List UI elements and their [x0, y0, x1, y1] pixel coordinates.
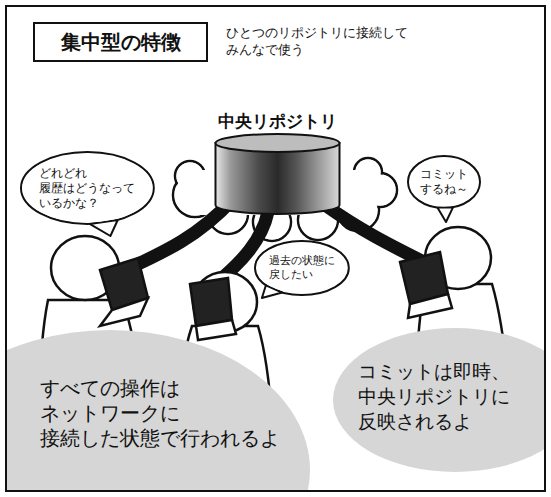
subtitle-note: ひとつのリポジトリに接続して みんなで使う	[226, 24, 408, 58]
bubble-edge	[408, 156, 480, 208]
speech-text: 過去の状態に 戻したい	[269, 254, 335, 282]
title-box: 集中型の特徴	[33, 22, 208, 62]
cylinder-body	[216, 143, 340, 214]
note-region: コミットは即時、 中央リポジトリに 反映されるよ	[330, 325, 545, 475]
laptop-keyboard	[100, 298, 148, 326]
bubble-tail	[437, 207, 453, 222]
laptop-screen	[190, 278, 232, 326]
bubble-tail	[89, 220, 117, 236]
speech-bubble: コミット するね～	[408, 156, 480, 208]
laptop-keyboard	[196, 320, 236, 340]
cable	[125, 200, 232, 270]
speech-bubble: 過去の状態に 戻したい	[255, 241, 349, 295]
speech-text: どれどれ 履歴はどうなって いるかな？	[39, 166, 135, 211]
note-region-fill	[333, 328, 545, 472]
repository-label: 中央リポジトリ	[202, 110, 353, 132]
bubble-fill	[22, 154, 152, 223]
bubble-fill	[410, 158, 479, 207]
speech-bubble: どれどれ 履歴はどうなって いるかな？	[21, 152, 154, 224]
speech-text: コミット するね～	[420, 167, 468, 197]
bubble-edge	[21, 152, 154, 224]
laptop-keyboard	[408, 294, 452, 318]
note-region-fill	[7, 330, 310, 490]
note-text: コミットは即時、 中央リポジトリに 反映されるよ	[358, 359, 510, 434]
note-text: すべての操作は ネットワークに 接続した状態で行われるよ	[40, 376, 280, 451]
bubble-fill	[257, 243, 348, 294]
note-region: すべての操作は ネットワークに 接続した状態で行われるよ	[7, 330, 327, 490]
cloud-puff	[177, 163, 204, 190]
central-repository: 中央リポジトリ	[202, 110, 353, 222]
cylinder-top	[216, 134, 340, 152]
